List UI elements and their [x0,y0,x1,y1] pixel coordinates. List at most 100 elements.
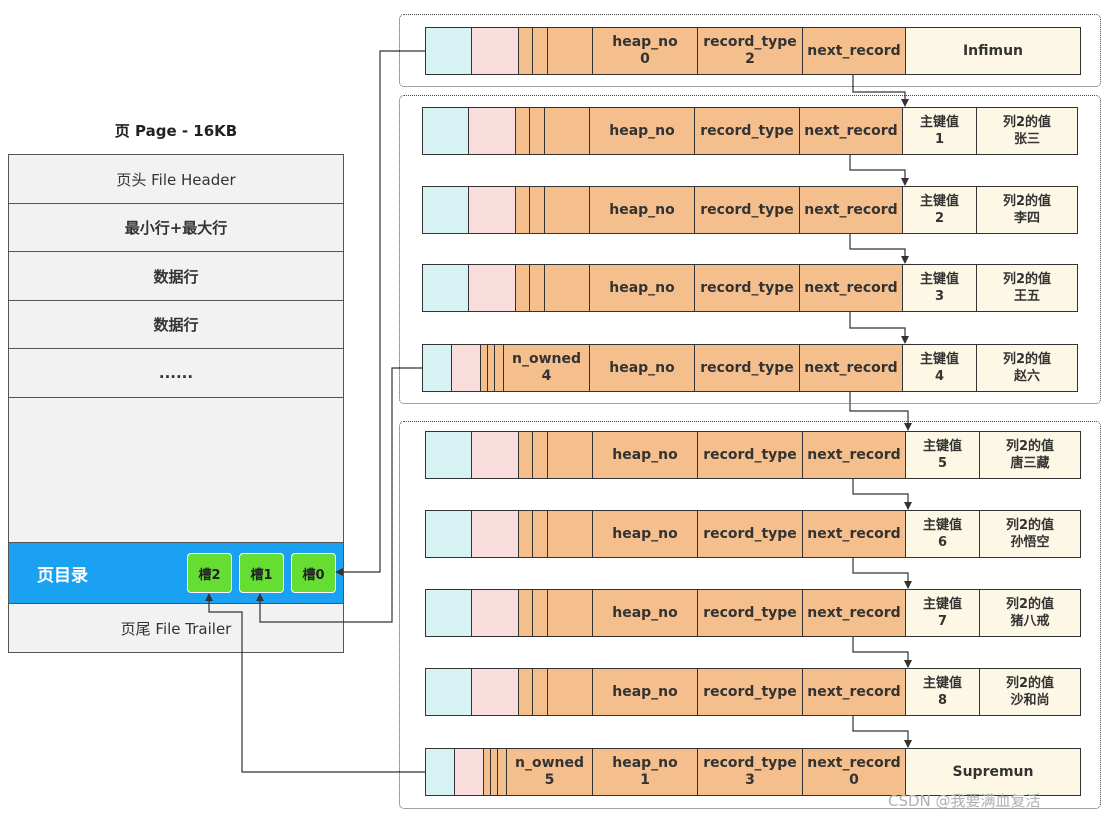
record-type-label: record_type [703,34,797,50]
supremum-label: Supremun [952,763,1034,780]
primary-key-cell: 主键值 3 [902,264,977,312]
heap-no-label: heap_no [612,683,678,700]
header-bits-cell [471,589,519,637]
next-record-value: 0 [849,772,859,788]
next-record-arrow [852,716,912,748]
header-bits-cell [425,431,472,479]
header-bits-cell [547,431,593,479]
column2-value: 沙和尚 [1010,693,1050,708]
header-bits-cell [471,27,519,75]
primary-key-value: 6 [937,535,948,550]
header-bits-cell [468,186,516,234]
column2-value: 赵六 [1013,369,1040,384]
record-type-label: record_type [703,525,797,542]
primary-key-label: 主键值 [919,272,959,287]
watermark: CSDN @我要满血复活 [888,792,1041,810]
primary-key-value: 4 [934,369,945,384]
header-bits-cell [422,107,469,155]
record-type-label: record_type [700,201,794,218]
primary-key-label: 主键值 [922,439,962,454]
primary-key-value: 3 [934,289,945,304]
column2-label: 列2的值 [1002,352,1052,367]
primary-key-label: 主键值 [922,597,962,612]
record-type-cell: record_type [697,668,803,716]
heap-no-cell: heap_no [592,589,698,637]
header-bits-cell [544,186,590,234]
next-record-cell: next_record [802,27,906,75]
header-bits-cell [425,27,472,75]
primary-key-value: 5 [937,456,948,471]
page-title: 页 Page - 16KB [114,122,238,140]
primary-key-label: 主键值 [922,518,962,533]
heap-no-label: heap_no [612,446,678,463]
column2-label: 列2的值 [1002,115,1052,130]
page-row-user-records-2: 数据行 [9,301,343,349]
group-slot-2 [399,421,1101,809]
slot-1-pointer [256,367,422,623]
header-bits-cell [468,264,516,312]
header-bits-cell [547,668,593,716]
column2-cell: 列2的值 王五 [976,264,1078,312]
heap-no-cell: heap_no [592,510,698,558]
heap-no-label: heap_no [609,279,675,296]
column2-label: 列2的值 [1002,272,1052,287]
column2-label: 列2的值 [1005,597,1055,612]
next-record-cell: next_record [802,589,906,637]
heap-no-value: 0 [640,51,650,67]
heap-no-label: heap_no [609,122,675,139]
heap-no-label: heap_no [612,34,678,50]
next-record-cell: next_record [799,264,903,312]
record-type-label: record_type [700,359,794,376]
column2-cell: 列2的值 李四 [976,186,1078,234]
column2-label: 列2的值 [1005,439,1055,454]
primary-key-value: 7 [937,614,948,629]
record-type-cell: record_type [694,186,800,234]
heap-no-cell: heap_no [592,431,698,479]
header-bits-cell [425,668,472,716]
heap-no-label: heap_no [612,755,678,771]
heap-no-cell: heap_no [589,107,695,155]
page-directory: 页目录 槽2 槽1 槽0 [9,542,343,604]
column2-cell: 列2的值 猪八戒 [979,589,1081,637]
heap-no-label: heap_no [609,201,675,218]
next-record-cell: next_record 0 [802,748,906,796]
header-bits-cell [544,107,590,155]
column2-value: 唐三藏 [1010,456,1050,471]
record-type-value: 3 [745,772,755,788]
primary-key-label: 主键值 [919,194,959,209]
next-record-label: next_record [804,122,898,139]
heap-no-cell: heap_no [589,344,695,392]
page-row-user-records-1: 数据行 [9,252,343,301]
next-record-label: next_record [804,279,898,296]
next-record-label: next_record [807,446,901,463]
column2-value: 孙悟空 [1010,535,1050,550]
record-type-cell: record_type [694,107,800,155]
heap-no-label: heap_no [612,604,678,621]
next-record-cell: next_record [802,668,906,716]
n-owned-label: n_owned [514,755,584,771]
primary-key-value: 2 [934,211,945,226]
n-owned-value: 4 [541,368,552,384]
next-record-arrow [849,155,909,186]
next-record-cell: next_record [799,186,903,234]
column2-cell: 列2的值 赵六 [976,344,1078,392]
page-row-file-header: 页头 File Header [9,155,343,204]
header-bits-cell [451,344,481,392]
column2-value: 王五 [1013,289,1040,304]
next-record-cell: next_record [799,344,903,392]
n-owned-label: n_owned [511,351,581,367]
n-owned-cell: n_owned 4 [503,344,590,392]
next-record-label: next_record [807,525,901,542]
header-bits-cell [425,510,472,558]
record-type-label: record_type [700,279,794,296]
next-record-label: next_record [804,359,898,376]
header-bits-cell [471,668,519,716]
next-record-arrow [849,234,909,264]
header-bits-cell [471,431,519,479]
slot-2: 槽2 [187,553,232,593]
primary-key-value: 8 [937,693,948,708]
primary-key-cell: 主键值 7 [905,589,980,637]
record-type-label: record_type [703,683,797,700]
record-type-cell: record_type [697,510,803,558]
